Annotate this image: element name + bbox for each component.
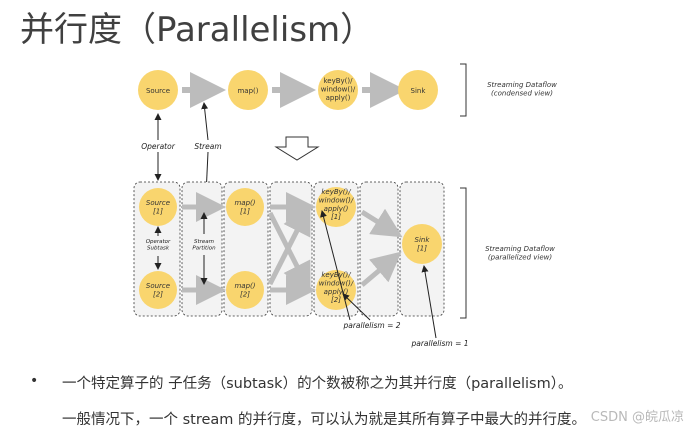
condensed-bracket (460, 63, 467, 117)
condensed-node-keyby: keyBy()/window()/apply() (321, 77, 356, 102)
bullet-dot: • (30, 373, 39, 389)
keyby-1-node: keyBy()/window()/apply()[1] (319, 188, 354, 221)
operator-label: Operator (141, 142, 175, 151)
transform-arrow (274, 136, 320, 161)
parallel-arrows (182, 192, 403, 305)
condensed-node-sink: Sink (411, 87, 427, 95)
parallel-caption: Streaming Dataflow(parallelized view) (485, 245, 555, 261)
condensed-caption: Streaming Dataflow(condensed view) (487, 81, 557, 97)
stream-label: Stream (194, 142, 221, 151)
source-2-node: Source[2] (146, 282, 170, 298)
sink-node: Sink[1] (415, 236, 431, 252)
parallelism-2-label: parallelism = 2 (342, 321, 400, 330)
condensed-node-source: Source (146, 87, 170, 95)
condensed-node-map: map() (237, 87, 258, 95)
map-1-node: map()[1] (234, 199, 255, 215)
watermark: CSDN @皖瓜凉 (590, 410, 684, 425)
parallelism-diagram: Source map() keyBy()/window()/apply() Si… (133, 63, 557, 348)
bullet-item-2: 一般情况下，一个 stream 的并行度，可以认为就是其所有算子中最大的并行度。 (62, 408, 586, 429)
parallelism-1-label: parallelism = 1 (410, 339, 468, 348)
bullet-text-1: 一个特定算子的 子任务（subtask）的个数被称之为其并行度（parallel… (62, 376, 573, 392)
bullet-item-1: • 一个特定算子的 子任务（subtask）的个数被称之为其并行度（parall… (30, 372, 573, 393)
keyby-2-node: keyBy()/window()/apply()[2] (319, 271, 354, 304)
page-title: 并行度（Parallelism） (20, 10, 375, 50)
condensed-nodes: Source map() keyBy()/window()/apply() Si… (138, 70, 438, 110)
parallel-bracket (460, 187, 467, 319)
source-1-node: Source[1] (146, 199, 170, 215)
map-2-node: map()[2] (234, 282, 255, 298)
bullet-text-2: 一般情况下，一个 stream 的并行度，可以认为就是其所有算子中最大的并行度。 (62, 412, 587, 428)
